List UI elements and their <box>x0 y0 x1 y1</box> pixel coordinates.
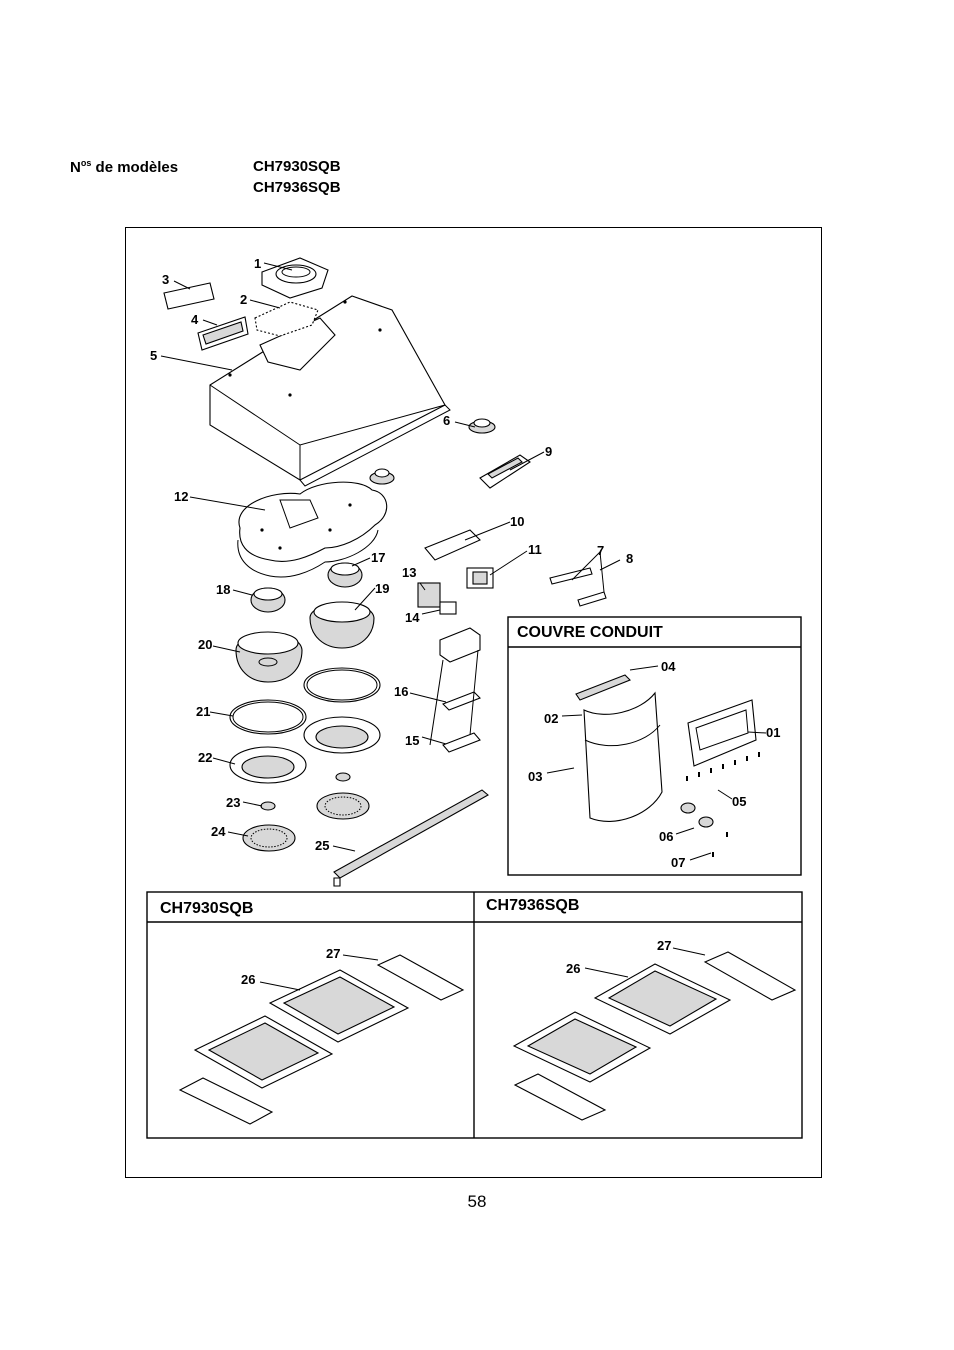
collar-gasket <box>254 301 319 337</box>
fan-grille-right <box>316 792 370 820</box>
fan-grille-left <box>242 824 296 852</box>
part-label-5: 5 <box>150 348 157 363</box>
part-label-27-right: 27 <box>657 938 671 953</box>
control-bracket <box>424 529 481 561</box>
part-label-8: 8 <box>626 551 633 566</box>
filter-panel-title-left: CH7930SQB <box>160 900 253 917</box>
part-label-3: 3 <box>162 272 169 287</box>
part-label-2: 2 <box>240 292 247 307</box>
hood-body <box>209 295 451 487</box>
part-label-17: 17 <box>371 550 385 565</box>
part-label-18: 18 <box>216 582 230 597</box>
hub-nut-right <box>335 772 351 782</box>
light-bracket <box>479 454 531 489</box>
front-rail <box>333 789 489 887</box>
duct-label-05: 05 <box>732 794 746 809</box>
part-label-15: 15 <box>405 733 419 748</box>
duct-label-07: 07 <box>671 855 685 870</box>
venturi-right <box>303 716 381 754</box>
blower-housing <box>237 481 388 578</box>
part-label-9: 9 <box>545 444 552 459</box>
blower-wheel-right <box>309 601 375 649</box>
duct-label-06: 06 <box>659 829 673 844</box>
part-label-13: 13 <box>402 565 416 580</box>
part-label-14: 14 <box>405 610 420 625</box>
motor-mount-cap <box>369 468 395 485</box>
part-label-21: 21 <box>196 704 210 719</box>
switch-plate <box>549 567 593 585</box>
leader-lines <box>160 262 767 991</box>
duct-label-02: 02 <box>544 711 558 726</box>
grease-filters-left <box>178 954 465 1125</box>
part-label-7: 7 <box>597 543 604 558</box>
gasket-ring-left <box>229 699 307 735</box>
venturi-left <box>229 746 307 784</box>
part-label-22: 22 <box>198 750 212 765</box>
motor-left <box>250 587 286 613</box>
diagram-frame <box>125 227 822 1178</box>
part-label-20: 20 <box>198 637 212 652</box>
part-label-24: 24 <box>211 824 226 839</box>
gasket-ring-right <box>303 667 381 703</box>
part-label-1: 1 <box>254 256 261 271</box>
model-number-ch7930sqb: CH7930SQB <box>253 158 341 175</box>
filter-panels: CH7930SQB CH7936SQB <box>146 891 803 1139</box>
filter-panel-title-right: CH7936SQB <box>486 897 579 914</box>
bumper-knob <box>468 418 496 434</box>
page-number: 58 <box>467 1192 487 1211</box>
part-label-4: 4 <box>191 312 199 327</box>
part-number-labels: 1 2 3 4 5 6 7 8 9 10 11 12 13 14 15 16 1… <box>150 256 780 987</box>
part-label-16: 16 <box>394 684 408 699</box>
part-label-10: 10 <box>510 514 524 529</box>
models-label: Nos de modèles <box>70 158 179 176</box>
duct-label-01: 01 <box>766 725 780 740</box>
part-label-26-left: 26 <box>241 972 255 987</box>
hub-nut-left <box>260 801 276 811</box>
duct-collar <box>261 257 329 299</box>
part-label-26-right: 26 <box>566 961 580 976</box>
switch-block <box>577 591 607 607</box>
part-label-27-left: 27 <box>326 946 340 961</box>
duct-cover-title: COUVRE CONDUIT <box>517 624 663 641</box>
grease-filters-right <box>512 951 797 1121</box>
vent-plate <box>197 316 249 351</box>
model-number-ch7936sqb: CH7936SQB <box>253 179 341 196</box>
part-label-19: 19 <box>375 581 389 596</box>
cover-plate <box>163 282 215 310</box>
blower-wheel-left <box>235 631 303 683</box>
part-label-23: 23 <box>226 795 240 810</box>
part-label-11: 11 <box>528 542 542 557</box>
duct-bracket <box>429 627 481 753</box>
motor-right <box>327 562 363 588</box>
duct-label-04: 04 <box>661 659 676 674</box>
transformer <box>466 567 494 589</box>
terminal-block <box>439 601 457 615</box>
duct-cover-panel: COUVRE CONDUIT <box>507 616 802 876</box>
part-label-12: 12 <box>174 489 188 504</box>
part-label-6: 6 <box>443 413 450 428</box>
part-label-25: 25 <box>315 838 329 853</box>
capacitor-box <box>417 582 441 608</box>
duct-label-03: 03 <box>528 769 542 784</box>
